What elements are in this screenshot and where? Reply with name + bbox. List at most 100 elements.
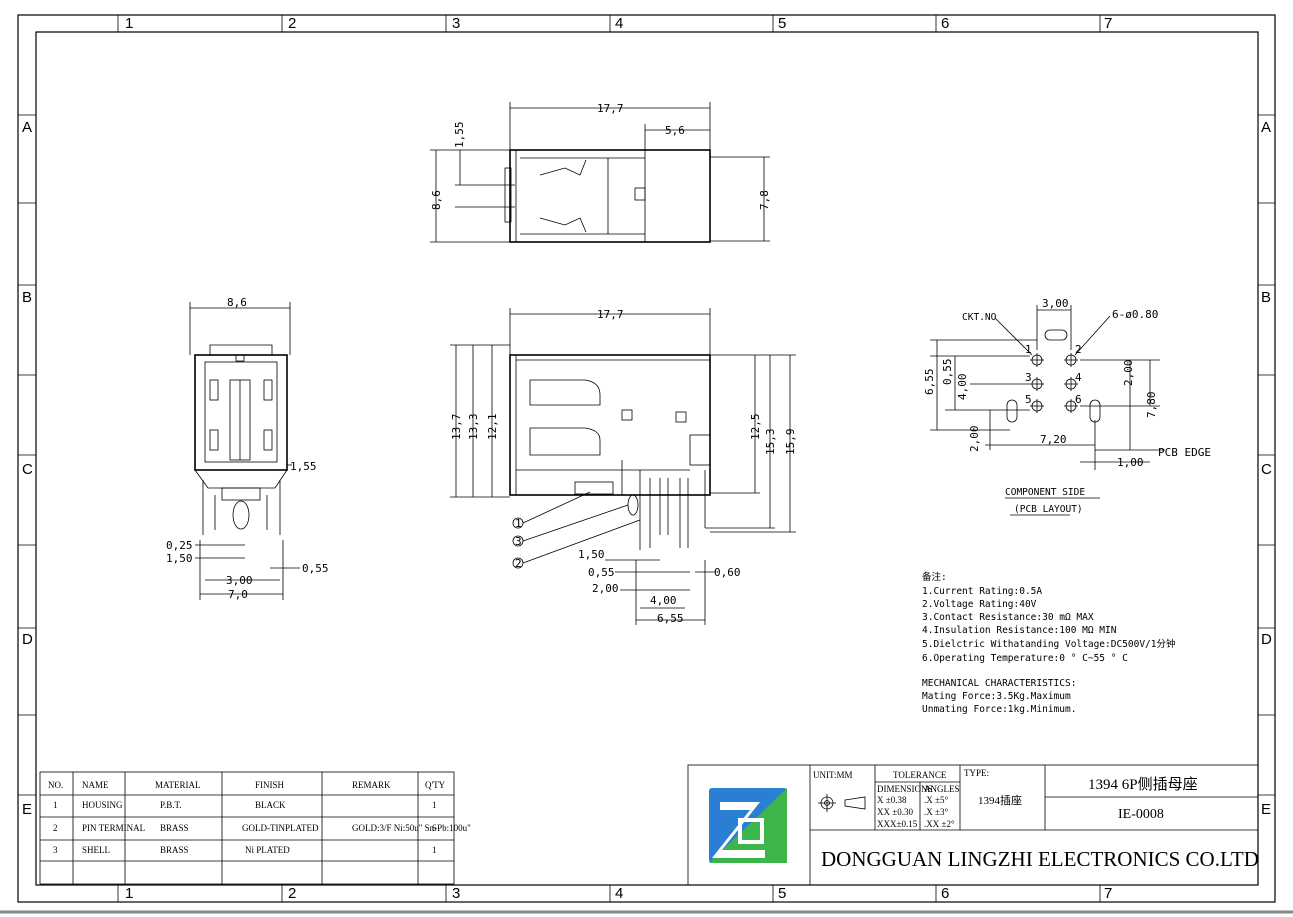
dimensions-label: DIMENSIONS xyxy=(877,784,933,794)
company-name: DONGGUAN LINGZHI ELECTRONICS CO.LTD xyxy=(821,847,1259,871)
angles-label: ANGLES xyxy=(924,784,960,794)
bom-cell: P.B.T. xyxy=(160,800,182,810)
zone-row-labels: A B C D E A B C D E xyxy=(22,119,1272,818)
notes-heading: 备注: xyxy=(922,571,947,583)
dim-label: 0,55 xyxy=(588,566,615,579)
angle-tolerance: .X ±5° xyxy=(924,795,948,805)
bom-cell: 3 xyxy=(53,845,58,855)
dim-label: 3,00 xyxy=(226,574,253,587)
ckt-label: CKT.NO xyxy=(962,312,997,323)
dim-label: 0,25 xyxy=(166,539,193,552)
callout-number: 3 xyxy=(515,535,522,548)
dim-tolerance: XX ±0.30 xyxy=(877,807,913,817)
note-line: 1.Current Rating:0.5A xyxy=(922,586,1042,597)
bom-cell: Ni PLATED xyxy=(245,845,290,855)
col-label: 2 xyxy=(288,15,296,32)
bom-header: Q'TY xyxy=(425,780,446,790)
dim-label: 3,00 xyxy=(1042,297,1069,310)
bom-cell: GOLD-TINPLATED xyxy=(242,823,319,833)
angle-tolerance: .X ±3° xyxy=(924,807,948,817)
component-side-label: COMPONENT SIDE xyxy=(1005,487,1085,498)
dim-label: 0,55 xyxy=(302,562,329,575)
bom-header: REMARK xyxy=(352,780,391,790)
dim-label: 5,6 xyxy=(665,124,685,137)
bom-table: NO. NAME MATERIAL FINISH REMARK Q'TY 1 H… xyxy=(39,771,471,885)
dim-label: 7,20 xyxy=(1040,433,1067,446)
zone-column-labels: 1 2 3 4 5 6 7 1 2 3 4 5 6 7 xyxy=(125,15,1112,902)
col-label: 3 xyxy=(452,885,460,902)
company-logo-icon xyxy=(709,788,787,863)
bom-cell: SHELL xyxy=(82,845,110,855)
type-label: TYPE: xyxy=(964,768,989,778)
dim-label: 15,3 xyxy=(764,429,777,456)
bom-cell: BRASS xyxy=(160,823,189,833)
bom-cell: GOLD:3/F Ni:50u" Sn-Pb:100u" xyxy=(352,823,471,833)
col-label: 4 xyxy=(615,15,623,32)
bom-header: NAME xyxy=(82,780,109,790)
sheet-frame xyxy=(0,14,1293,914)
col-label: 4 xyxy=(615,885,623,902)
row-label: C xyxy=(1261,461,1272,478)
bom-cell: BRASS xyxy=(160,845,189,855)
unit-label: UNIT:MM xyxy=(813,770,853,780)
col-label: 5 xyxy=(778,15,786,32)
mech-line: Mating Force:3.5Kg.Maximum xyxy=(922,691,1071,702)
bom-cell: PIN TERMINAL xyxy=(82,823,145,833)
note-line: 5.Dielctric Withatanding Voltage:DC500V/… xyxy=(922,638,1176,650)
pcb-edge-label: PCB EDGE xyxy=(1158,446,1211,459)
dim-label: 1,50 xyxy=(166,552,193,565)
pin-number: 4 xyxy=(1075,371,1082,384)
dim-label: 7,0 xyxy=(228,588,248,601)
dim-label: 7,8 xyxy=(758,190,771,210)
dim-label: 17,7 xyxy=(597,308,624,321)
row-label: E xyxy=(1261,801,1271,818)
col-label: 6 xyxy=(941,885,949,902)
dim-label: 17,7 xyxy=(597,102,624,115)
notes-block: 备注: 1.Current Rating:0.5A 2.Voltage Rati… xyxy=(922,571,1176,715)
pin-number: 1 xyxy=(1025,343,1032,356)
dim-label: 6,55 xyxy=(923,369,936,396)
dim-label: 1,00 xyxy=(1117,456,1144,469)
dim-label: 6,55 xyxy=(657,612,684,625)
row-label: A xyxy=(22,119,32,136)
dim-tolerance: X ±0.38 xyxy=(877,795,907,805)
part-number: IE-0008 xyxy=(1118,807,1164,822)
col-label: 5 xyxy=(778,885,786,902)
dim-label: 1,55 xyxy=(453,122,466,149)
dim-tolerance: XXX±0.15 xyxy=(877,819,918,829)
bom-cell: 2 xyxy=(53,823,58,833)
note-line: 3.Contact Resistance:30 mΩ MAX xyxy=(922,612,1094,623)
dim-label: 12,5 xyxy=(749,414,762,441)
pcb-layout-label: (PCB LAYOUT) xyxy=(1014,504,1083,515)
row-label: E xyxy=(22,801,32,818)
title-block: UNIT:MM TOLERANCE DIMENSIONS ANGLES X ±0… xyxy=(687,764,1259,886)
row-label: D xyxy=(1261,631,1272,648)
dim-label: 8,6 xyxy=(227,296,247,309)
col-label: 1 xyxy=(125,15,133,32)
dim-label: 6-ø0.80 xyxy=(1112,308,1158,321)
bom-header: FINISH xyxy=(255,780,285,790)
callout-number: 2 xyxy=(515,557,522,570)
col-label: 7 xyxy=(1104,15,1112,32)
front-view: 17,7 13,7 13,3 12,1 12,5 15,3 15,9 1,50 … xyxy=(450,308,797,625)
dim-label: 4,00 xyxy=(956,374,969,401)
note-line: 2.Voltage Rating:40V xyxy=(922,599,1037,610)
col-label: 1 xyxy=(125,885,133,902)
dim-label: 13,7 xyxy=(450,414,463,441)
part-title: 1394 6P侧插母座 xyxy=(1088,776,1198,793)
bom-header: MATERIAL xyxy=(155,780,201,790)
dim-label: 7,80 xyxy=(1145,392,1158,419)
dim-label: 1,50 xyxy=(578,548,605,561)
tolerance-label: TOLERANCE xyxy=(893,770,947,780)
pin-number: 3 xyxy=(1025,371,1032,384)
angle-tolerance: .XX ±2° xyxy=(924,819,955,829)
col-label: 2 xyxy=(288,885,296,902)
dim-label: 4,00 xyxy=(650,594,677,607)
row-label: B xyxy=(1261,289,1271,306)
dim-label: 0,60 xyxy=(714,566,741,579)
dim-label: 2,00 xyxy=(1122,360,1135,387)
row-label: A xyxy=(1261,119,1271,136)
dim-label: 2,00 xyxy=(592,582,619,595)
pin-number: 2 xyxy=(1075,343,1082,356)
pin-number: 5 xyxy=(1025,393,1032,406)
